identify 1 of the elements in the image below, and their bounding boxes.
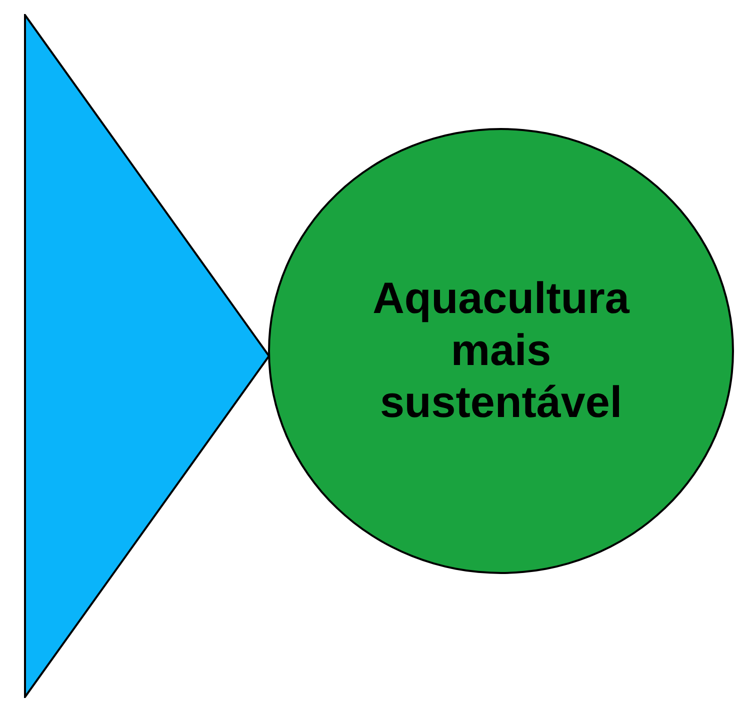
node-label: Aquacultura mais sustentável — [372, 273, 631, 429]
